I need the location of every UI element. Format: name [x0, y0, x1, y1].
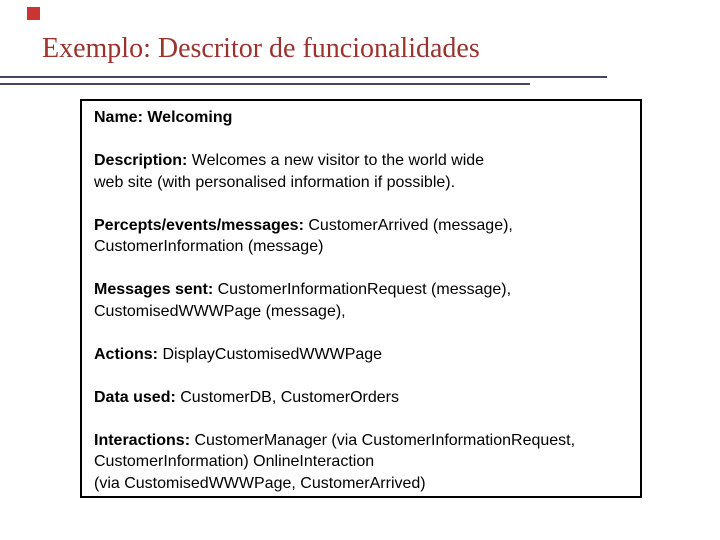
descriptor-section: Interactions: CustomerManager (via Custo… — [94, 431, 576, 492]
descriptor-section: Description: Welcomes a new visitor to t… — [94, 152, 485, 191]
descriptor-label: Name: Welcoming — [94, 109, 233, 126]
descriptor-label: Data used: — [94, 388, 176, 406]
descriptor-section: Data used: CustomerDB, CustomerOrders — [94, 388, 399, 406]
page-title: Exemplo: Descritor de funcionalidades — [42, 33, 480, 64]
descriptor-label: Percepts/events/messages: — [94, 216, 304, 234]
red-square-decoration-icon — [27, 7, 40, 20]
descriptor-label: Messages sent: — [94, 281, 214, 298]
descriptor-section: Name: Welcoming — [94, 107, 628, 129]
title-underline-short — [0, 83, 530, 85]
descriptor-label: Interactions: — [94, 431, 191, 449]
descriptor-section: Actions: DisplayCustomisedWWWPage — [94, 345, 383, 363]
descriptor-label: Actions: — [94, 345, 158, 363]
descriptor-section: Messages sent: CustomerInformationReques… — [94, 281, 512, 320]
descriptor-section: Percepts/events/messages: CustomerArrive… — [94, 216, 513, 256]
descriptor-label: Description: — [94, 152, 188, 169]
title-underline-long — [0, 76, 607, 78]
